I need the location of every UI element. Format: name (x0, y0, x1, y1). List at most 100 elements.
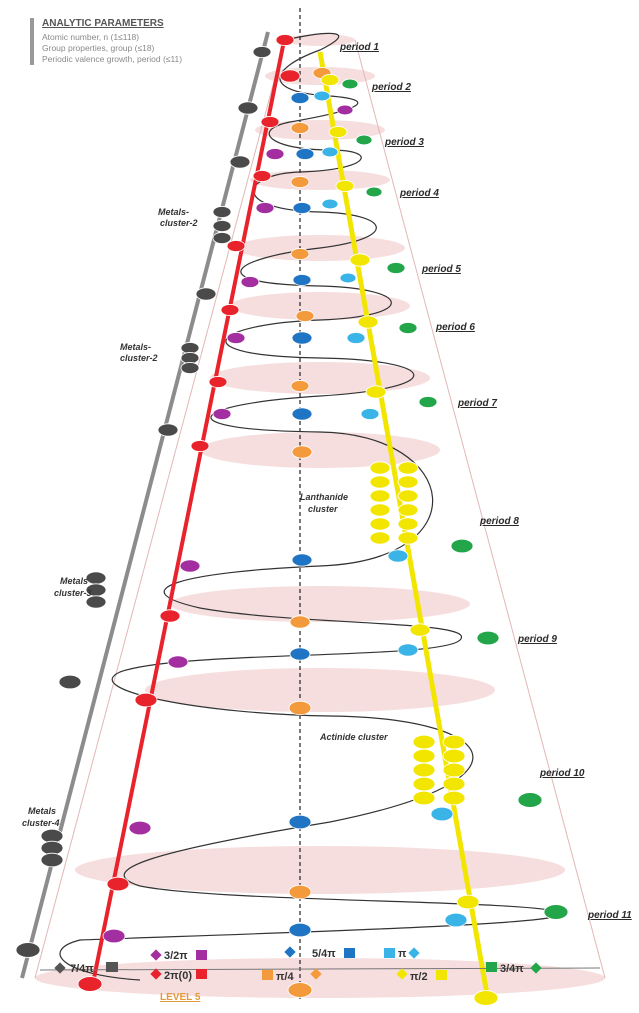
square-icon-34 (486, 962, 497, 972)
element-node (292, 202, 312, 214)
element-node (369, 475, 391, 489)
angle-3-4pi: 3/4π (500, 963, 524, 975)
element-node (320, 74, 340, 86)
element-node (386, 262, 406, 274)
element-node (85, 571, 107, 585)
element-node (290, 176, 310, 188)
cone-outline (34, 39, 606, 979)
element-node (349, 253, 371, 267)
element-node (418, 396, 438, 408)
period-discs (35, 34, 605, 998)
element-node (290, 92, 310, 104)
element-node (292, 274, 312, 286)
element-node (290, 122, 310, 134)
diamond-icon-54 (284, 946, 296, 958)
label-actinide: Actinide cluster (319, 732, 388, 742)
element-node (412, 748, 436, 764)
angle-pi: π (398, 948, 407, 960)
element-node (365, 385, 387, 399)
label-metals-cluster-3-l2: cluster-3 (54, 588, 92, 598)
label-period-6: period 6 (435, 322, 475, 333)
square-icon-14 (262, 970, 273, 980)
element-node (339, 272, 357, 284)
element-node (369, 531, 391, 545)
diamond-icon-34 (530, 962, 542, 974)
angle-markers: 7/4π 3/2π 2π(0) 5/4π π 3/4π π/4 π/2 LEV (39, 946, 601, 1003)
element-node (190, 440, 210, 452)
element-node (106, 876, 130, 892)
label-period-2: period 2 (371, 82, 411, 93)
element-node (195, 287, 217, 301)
analytic-parameters-legend: ANALYTIC PARAMETERS Atomic number, n (1≤… (30, 18, 242, 65)
square-icon-12 (436, 970, 447, 980)
diamond-icon-20 (150, 968, 162, 980)
angle-2pi-0: 2π(0) (164, 970, 192, 982)
element-node (442, 762, 466, 778)
label-period-10: period 10 (539, 768, 585, 779)
label-period-4: period 4 (399, 188, 439, 199)
element-node (40, 828, 64, 844)
square-icon-20 (196, 969, 207, 979)
element-node (180, 342, 200, 354)
element-node (341, 78, 359, 90)
element-node (275, 34, 295, 46)
element-node (226, 240, 246, 252)
element-node (295, 310, 315, 322)
element-node (226, 332, 246, 344)
element-node (260, 116, 280, 128)
element-node (289, 647, 311, 661)
red-column-line (90, 35, 287, 989)
disc-period-8 (200, 432, 440, 468)
element-node (180, 362, 200, 374)
element-node (134, 692, 158, 708)
element-node (240, 276, 260, 288)
element-node (180, 352, 200, 364)
period-labels: period 1 period 2 period 3 period 4 peri… (339, 42, 632, 921)
disc-period-11 (75, 846, 565, 894)
disc-period-3 (255, 120, 385, 140)
disc-period-6 (230, 292, 410, 320)
disc-period-9 (170, 586, 470, 622)
element-node (387, 549, 409, 563)
element-node (397, 489, 419, 503)
element-node (476, 630, 500, 646)
element-node (229, 155, 251, 169)
angle-3-2pi: 3/2π (164, 950, 188, 962)
element-node (430, 806, 454, 822)
legend-line-2: Group properties, group (≤18) (42, 43, 155, 53)
element-node (442, 748, 466, 764)
element-node (157, 423, 179, 437)
angle-5-4pi: 5/4π (312, 948, 336, 960)
square-icon-54 (344, 948, 355, 958)
element-node (336, 104, 354, 116)
element-node (291, 553, 313, 567)
label-metals-cluster-2a-l1: Metals- (158, 207, 189, 217)
spiral-path (59, 32, 563, 981)
element-node (279, 69, 301, 83)
element-node (321, 198, 339, 210)
square-icon-1 (384, 948, 395, 958)
angle-pi-4: π/4 (276, 971, 294, 983)
element-node (335, 180, 355, 192)
element-node (208, 376, 228, 388)
element-node (397, 475, 419, 489)
element-node (255, 202, 275, 214)
element-node (321, 146, 339, 158)
element-node (357, 315, 379, 329)
element-node (237, 101, 259, 115)
legend-title: ANALYTIC PARAMETERS (42, 18, 164, 29)
gray-column-line (20, 31, 270, 979)
element-node (40, 852, 64, 868)
element-node (179, 559, 201, 573)
element-node (15, 942, 41, 958)
element-node (288, 884, 312, 900)
square-icon-74 (106, 962, 118, 972)
element-node (290, 248, 310, 260)
label-lanthanide-l1: Lanthanide (300, 492, 348, 502)
element-node (77, 976, 103, 992)
label-metals-cluster-2b-l2: cluster-2 (120, 353, 158, 363)
angle-7-4pi: 7/4π (70, 963, 94, 975)
element-node (365, 186, 383, 198)
element-node (252, 46, 272, 58)
